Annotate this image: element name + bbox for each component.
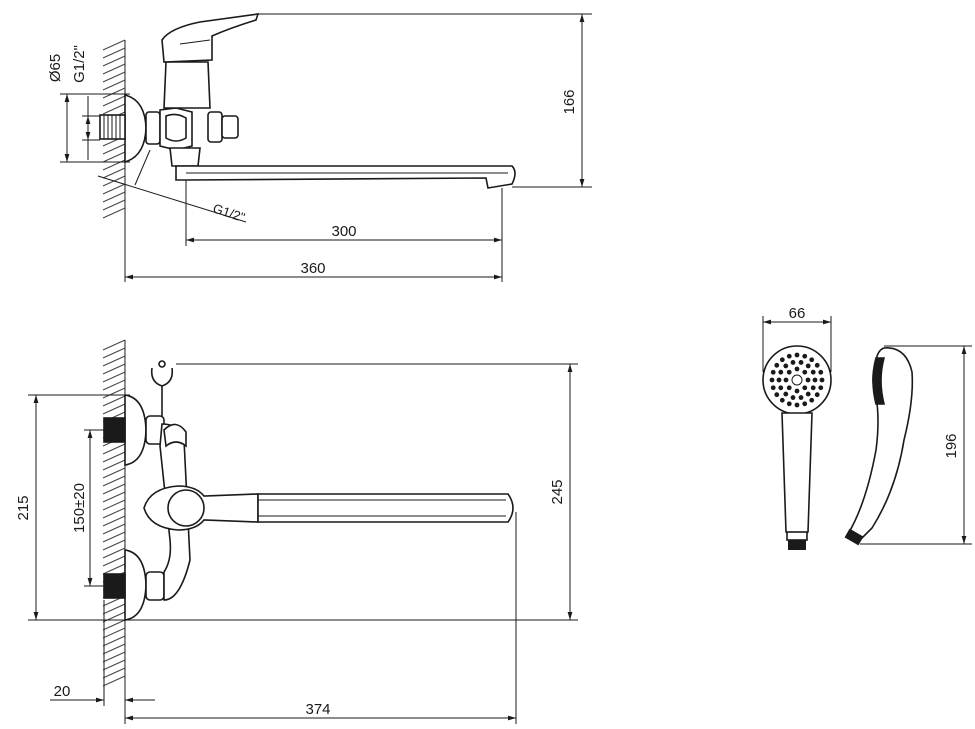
lower-flange	[124, 549, 147, 621]
mixer-body-top	[163, 61, 211, 109]
front-view: 245 215 150±20 20 374	[15, 339, 578, 724]
shower-nozzles	[769, 352, 825, 408]
dim-66-label: 66	[789, 305, 806, 322]
dim-diameter-label: Ø65	[47, 54, 64, 82]
dim-166-label: 166	[561, 89, 578, 114]
shower-head-side: 196	[844, 345, 972, 546]
dim-360-label: 360	[300, 260, 325, 277]
shower-holder	[150, 367, 174, 387]
top-view: 166 Ø65 G1/2" G1/2" 300 360	[47, 13, 592, 282]
dim-374-label: 374	[305, 701, 330, 718]
shower-handle	[781, 412, 813, 537]
shower-head-front: 66	[762, 305, 832, 550]
dim-196-label: 196	[943, 433, 960, 458]
handle-lever-top	[161, 13, 260, 63]
nut-top	[145, 111, 161, 145]
dim-245-label: 245	[549, 479, 566, 504]
wall-flange-top	[124, 93, 147, 164]
dim-thread-top-label: G1/2"	[71, 45, 88, 83]
spout-front	[257, 493, 514, 523]
spout-top	[175, 165, 516, 189]
dim-thread-diag-label: G1/2"	[211, 201, 247, 226]
dim-300-label: 300	[331, 223, 356, 240]
dim-215-label: 215	[15, 495, 32, 520]
dim-150-label: 150±20	[71, 483, 88, 533]
upper-flange	[124, 394, 147, 466]
dim-20-label: 20	[54, 683, 71, 700]
